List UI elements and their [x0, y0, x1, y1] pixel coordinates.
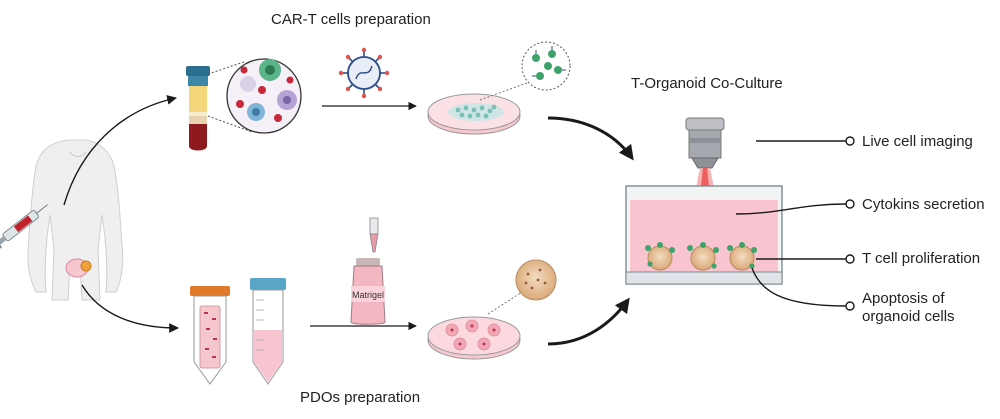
virus-icon — [338, 47, 390, 99]
callout-lines — [735, 136, 855, 311]
microscope-objective-icon — [685, 117, 725, 188]
falcon-tube-icon — [190, 286, 230, 385]
petri-dish-icon — [427, 93, 521, 135]
blood-tube-icon — [186, 66, 210, 151]
organoid-icon — [647, 245, 755, 271]
pdo-prep-title: PDOs preparation — [300, 389, 421, 406]
organoid-zoom-icon — [515, 259, 557, 301]
syringe-icon — [0, 204, 48, 250]
callout-organoid-apoptosis: Apoptosis of organoid cells — [862, 290, 955, 325]
cart-cells-zoom-icon — [521, 41, 571, 91]
cart-prep-title: CAR-T cells preparation — [271, 11, 431, 28]
callout-cytokine-secretion: Cytokins secretion — [862, 196, 985, 213]
conical-tube-icon — [250, 278, 286, 385]
blood-cells-zoom-icon — [226, 58, 302, 134]
pipette-icon — [369, 217, 379, 253]
callout-t-cell-proliferation: T cell proliferation — [862, 250, 981, 267]
vial-label: Matrigel — [352, 290, 384, 300]
organoid-dish-icon — [427, 316, 521, 360]
culture-well-icon — [625, 185, 783, 285]
coculture-title: T-Organoid Co-Culture — [631, 75, 783, 92]
callout-live-imaging: Live cell imaging — [862, 133, 973, 150]
vial-icon: Matrigel — [350, 258, 386, 325]
body-silhouette-icon — [27, 139, 124, 301]
